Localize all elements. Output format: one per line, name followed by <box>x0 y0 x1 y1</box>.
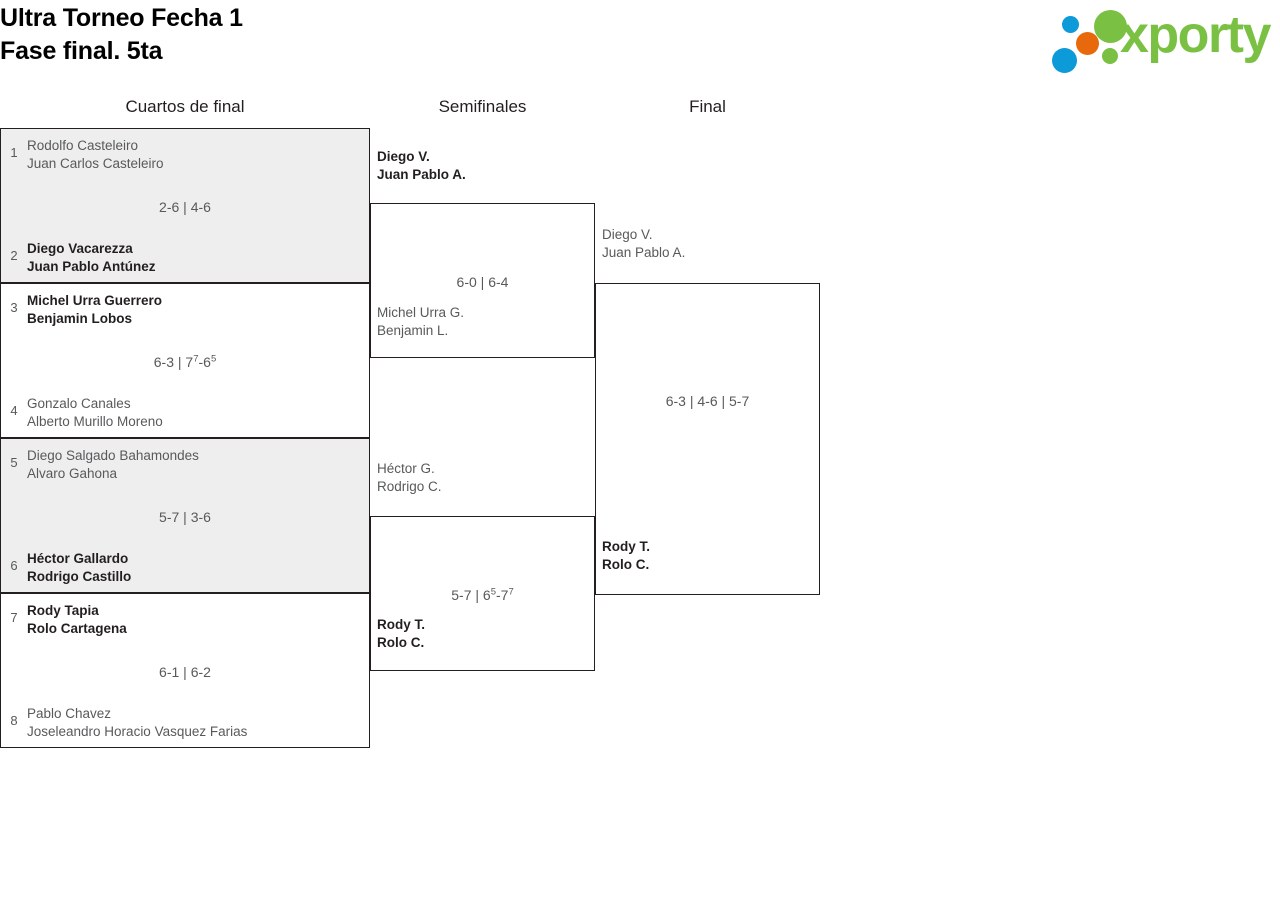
player-name: Gonzalo Canales <box>27 396 131 411</box>
team-entry: Diego Vacarezza Juan Pablo Antúnez <box>27 240 361 276</box>
match-score: 5-7 | 3-6 <box>159 509 211 525</box>
round-heading-final: Final <box>689 97 726 116</box>
page-title: Ultra Torneo Fecha 1 Fase final. 5ta <box>0 2 243 68</box>
score-tiebreak: 5 <box>490 586 496 598</box>
logo-dot-blue-large-icon <box>1052 48 1077 73</box>
team-entry: Rodolfo Casteleiro Juan Carlos Casteleir… <box>27 137 361 173</box>
logo-dots-icon <box>1050 8 1128 73</box>
player-name: Rolo C. <box>377 635 425 650</box>
player-name: Rodrigo Castillo <box>27 569 132 584</box>
team-entry: Michel Urra Guerrero Benjamin Lobos <box>27 292 361 328</box>
player-name: Michel Urra G. <box>377 305 465 320</box>
match-box-semifinal-1[interactable]: 6-0 | 6-4 <box>370 203 595 358</box>
score-text: -6 <box>198 354 211 370</box>
logo-dot-orange-icon <box>1076 32 1099 55</box>
match-box-quarterfinal-3[interactable]: 5 Diego Salgado Bahamondes Alvaro Gahona… <box>0 438 370 593</box>
player-name: Juan Pablo A. <box>377 167 466 182</box>
team-entry-final-bottom: Rody T. Rolo C. <box>602 538 817 574</box>
player-name: Rodrigo C. <box>377 479 442 494</box>
seed-number: 3 <box>10 300 18 315</box>
logo-dot-green-small-icon <box>1102 48 1118 64</box>
player-name: Diego V. <box>377 149 430 164</box>
team-entry-semifinal-1-bottom: Michel Urra G. Benjamin L. <box>377 304 592 340</box>
player-name: Diego Salgado Bahamondes <box>27 448 199 463</box>
team-entry: Pablo Chavez Joseleandro Horacio Vasquez… <box>27 705 361 741</box>
player-name: Héctor Gallardo <box>27 551 129 566</box>
match-score: 6-3 | 4-6 | 5-7 <box>665 393 750 409</box>
match-box-quarterfinal-1[interactable]: 1 Rodolfo Casteleiro Juan Carlos Castele… <box>0 128 370 283</box>
player-name: Benjamin Lobos <box>27 311 133 326</box>
player-name: Rodolfo Casteleiro <box>27 138 139 153</box>
player-name: Diego Vacarezza <box>27 241 133 256</box>
team-entry: Héctor Gallardo Rodrigo Castillo <box>27 550 361 586</box>
seed-number: 6 <box>10 558 18 573</box>
seed-number: 5 <box>10 455 18 470</box>
player-name: Rolo Cartagena <box>27 621 127 636</box>
match-score: 6-1 | 6-2 <box>159 664 211 680</box>
player-name: Juan Carlos Casteleiro <box>27 156 164 171</box>
team-entry: Diego Salgado Bahamondes Alvaro Gahona <box>27 447 361 483</box>
player-name: Rody Tapia <box>27 603 99 618</box>
match-box-final[interactable]: 6-3 | 4-6 | 5-7 <box>595 283 820 595</box>
player-name: Pablo Chavez <box>27 706 112 721</box>
team-entry-final-top: Diego V. Juan Pablo A. <box>602 226 817 262</box>
player-name: Alvaro Gahona <box>27 466 118 481</box>
logo-dot-green-large-icon <box>1094 10 1127 43</box>
score-tiebreak: 7 <box>508 586 514 598</box>
player-name: Joseleandro Horacio Vasquez Farias <box>27 724 248 739</box>
score-text: 6-3 | 7 <box>153 354 194 370</box>
seed-number: 1 <box>10 145 18 160</box>
title-line-2: Fase final. 5ta <box>0 37 163 65</box>
score-tiebreak: 5 <box>210 353 217 365</box>
seed-number: 8 <box>10 713 18 728</box>
team-entry-semifinal-1-top: Diego V. Juan Pablo A. <box>377 148 592 184</box>
logo-wordmark: xporty <box>1120 6 1271 64</box>
round-heading-semifinals: Semifinales <box>438 97 527 116</box>
match-box-quarterfinal-2[interactable]: 3 Michel Urra Guerrero Benjamin Lobos 6-… <box>0 283 370 438</box>
player-name: Alberto Murillo Moreno <box>27 414 163 429</box>
seed-number: 4 <box>10 403 18 418</box>
xporty-logo[interactable]: xporty <box>1050 6 1276 73</box>
team-entry: Gonzalo Canales Alberto Murillo Moreno <box>27 395 361 431</box>
seed-number: 2 <box>10 248 18 263</box>
match-score: 5-7 | 65-77 <box>371 586 594 604</box>
player-name: Juan Pablo Antúnez <box>27 259 156 274</box>
team-entry: Rody Tapia Rolo Cartagena <box>27 602 361 638</box>
score-text: -7 <box>495 587 509 603</box>
page-header: Ultra Torneo Fecha 1 Fase final. 5ta xpo… <box>0 0 1280 76</box>
score-text: 5-7 | 6 <box>451 587 491 603</box>
match-score: 2-6 | 4-6 <box>159 199 211 215</box>
player-name: Diego V. <box>602 227 653 242</box>
match-score: 6-0 | 6-4 <box>456 274 509 290</box>
player-name: Rody T. <box>602 539 651 554</box>
round-heading-quarterfinals: Cuartos de final <box>125 97 245 116</box>
logo-dot-blue-small-icon <box>1062 16 1079 33</box>
player-name: Benjamin L. <box>377 323 449 338</box>
seed-number: 7 <box>10 610 18 625</box>
title-line-1: Ultra Torneo Fecha 1 <box>0 4 243 32</box>
player-name: Michel Urra Guerrero <box>27 293 163 308</box>
team-entry-semifinal-2-bottom: Rody T. Rolo C. <box>377 616 592 652</box>
player-name: Juan Pablo A. <box>602 245 686 260</box>
player-name: Rolo C. <box>602 557 650 572</box>
match-score: 6-3 | 77-65 <box>1 353 369 371</box>
score-tiebreak: 7 <box>193 353 199 365</box>
team-entry-semifinal-2-top: Héctor G. Rodrigo C. <box>377 460 592 496</box>
match-box-semifinal-2[interactable]: 5-7 | 65-77 <box>370 516 595 671</box>
player-name: Rody T. <box>377 617 426 632</box>
match-box-quarterfinal-4[interactable]: 7 Rody Tapia Rolo Cartagena 6-1 | 6-2 8 … <box>0 593 370 748</box>
player-name: Héctor G. <box>377 461 435 476</box>
